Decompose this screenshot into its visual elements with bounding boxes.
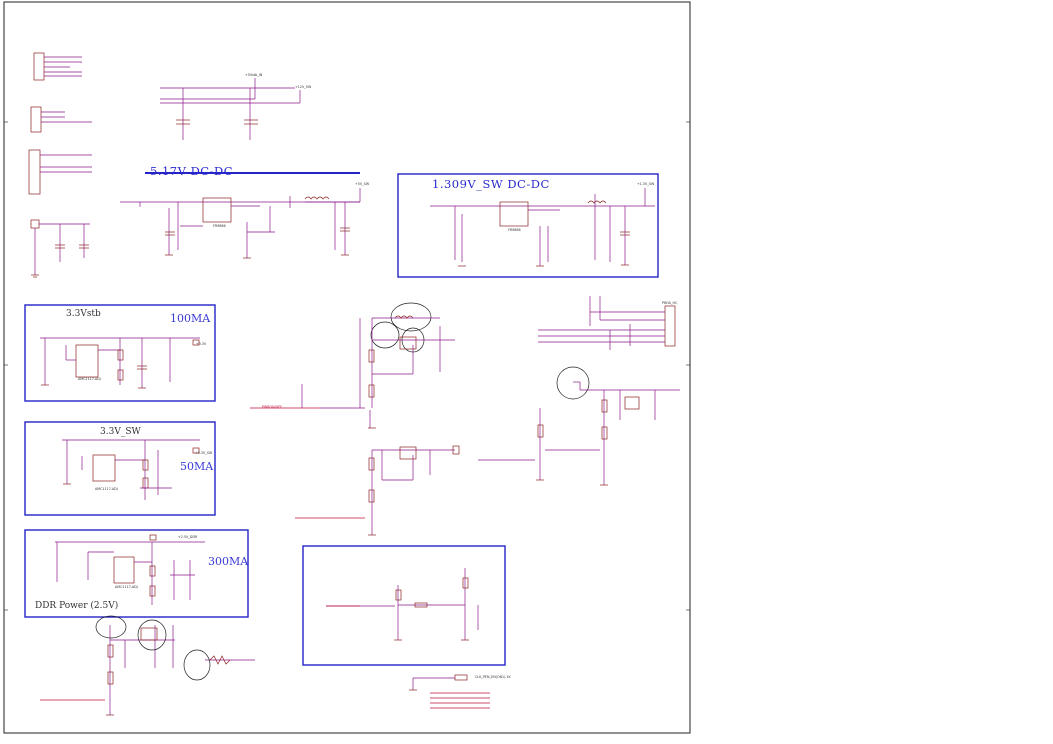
input-filter: [160, 78, 301, 140]
ddr-circuit: [55, 534, 205, 605]
ic-label: FR9886: [213, 224, 226, 228]
dcdc-517-box: [145, 172, 360, 174]
net-label: +2.5V_DDR: [178, 535, 198, 539]
right-switch: [478, 381, 680, 485]
net-label: +3.3V_SW: [195, 451, 213, 455]
net-label: +12V_SW: [295, 85, 312, 89]
vstb-circuit: [40, 337, 200, 388]
connector-top-1: [33, 52, 82, 81]
bottom-left-switch: [40, 625, 255, 715]
dcdc-1309-box: [397, 173, 659, 278]
part-label: CLK_PEN_EN(ON1).1K: [475, 675, 511, 679]
connector-label: P8HA_HC: [662, 301, 678, 305]
ddr-box: [24, 529, 249, 618]
net-label: +5Vstb_IN: [245, 73, 263, 77]
right-connector: [538, 296, 676, 350]
dcdc-1309-circuit: [430, 188, 655, 266]
title-vstb-ma: 100MA: [170, 312, 211, 325]
net-label: PWRON/OFF: [262, 405, 283, 409]
bottom-center-box: [302, 545, 506, 666]
title-dcdc-1309: 1.309V_SW DC-DC: [432, 177, 550, 191]
ic-label: AMC1117-ADJ: [95, 487, 118, 491]
bottom-legend: [412, 674, 490, 709]
sw33-box: [24, 421, 216, 516]
ground-symbols: [31, 254, 629, 716]
title-ddr: DDR Power (2.5V): [35, 601, 119, 611]
net-label: +5V_SW: [355, 182, 370, 186]
title-ddr-ma: 300MA: [208, 555, 249, 568]
ic-label: AMC1117-ADJ: [78, 377, 101, 381]
connector-top-3: [28, 149, 92, 195]
net-label: +3.3V: [196, 342, 207, 346]
ic-label: FR9886: [508, 228, 521, 232]
net-label: +1.3V_SW: [637, 182, 655, 186]
vstb-box: [24, 304, 216, 402]
ic-label: AMC1117-ADJ: [115, 585, 138, 589]
title-sw33-ma: 50MA: [180, 460, 214, 473]
center-switch-upper: [250, 315, 455, 428]
title-dcdc-517: 5.17V DC-DC: [150, 164, 233, 178]
sw33-circuit: [62, 439, 200, 500]
center-switch-lower: [295, 445, 460, 535]
title-vstb: 3.3Vstb: [66, 309, 101, 319]
left-input-circuit: [30, 219, 90, 275]
bottom-center-circuit: [326, 568, 479, 640]
connector-top-2: [30, 106, 92, 133]
dcdc-517-circuit: [120, 188, 361, 258]
sheet-border: [3, 1, 691, 734]
border-ticks: [4, 121, 690, 611]
title-sw33: 3.3V_SW: [100, 427, 141, 437]
